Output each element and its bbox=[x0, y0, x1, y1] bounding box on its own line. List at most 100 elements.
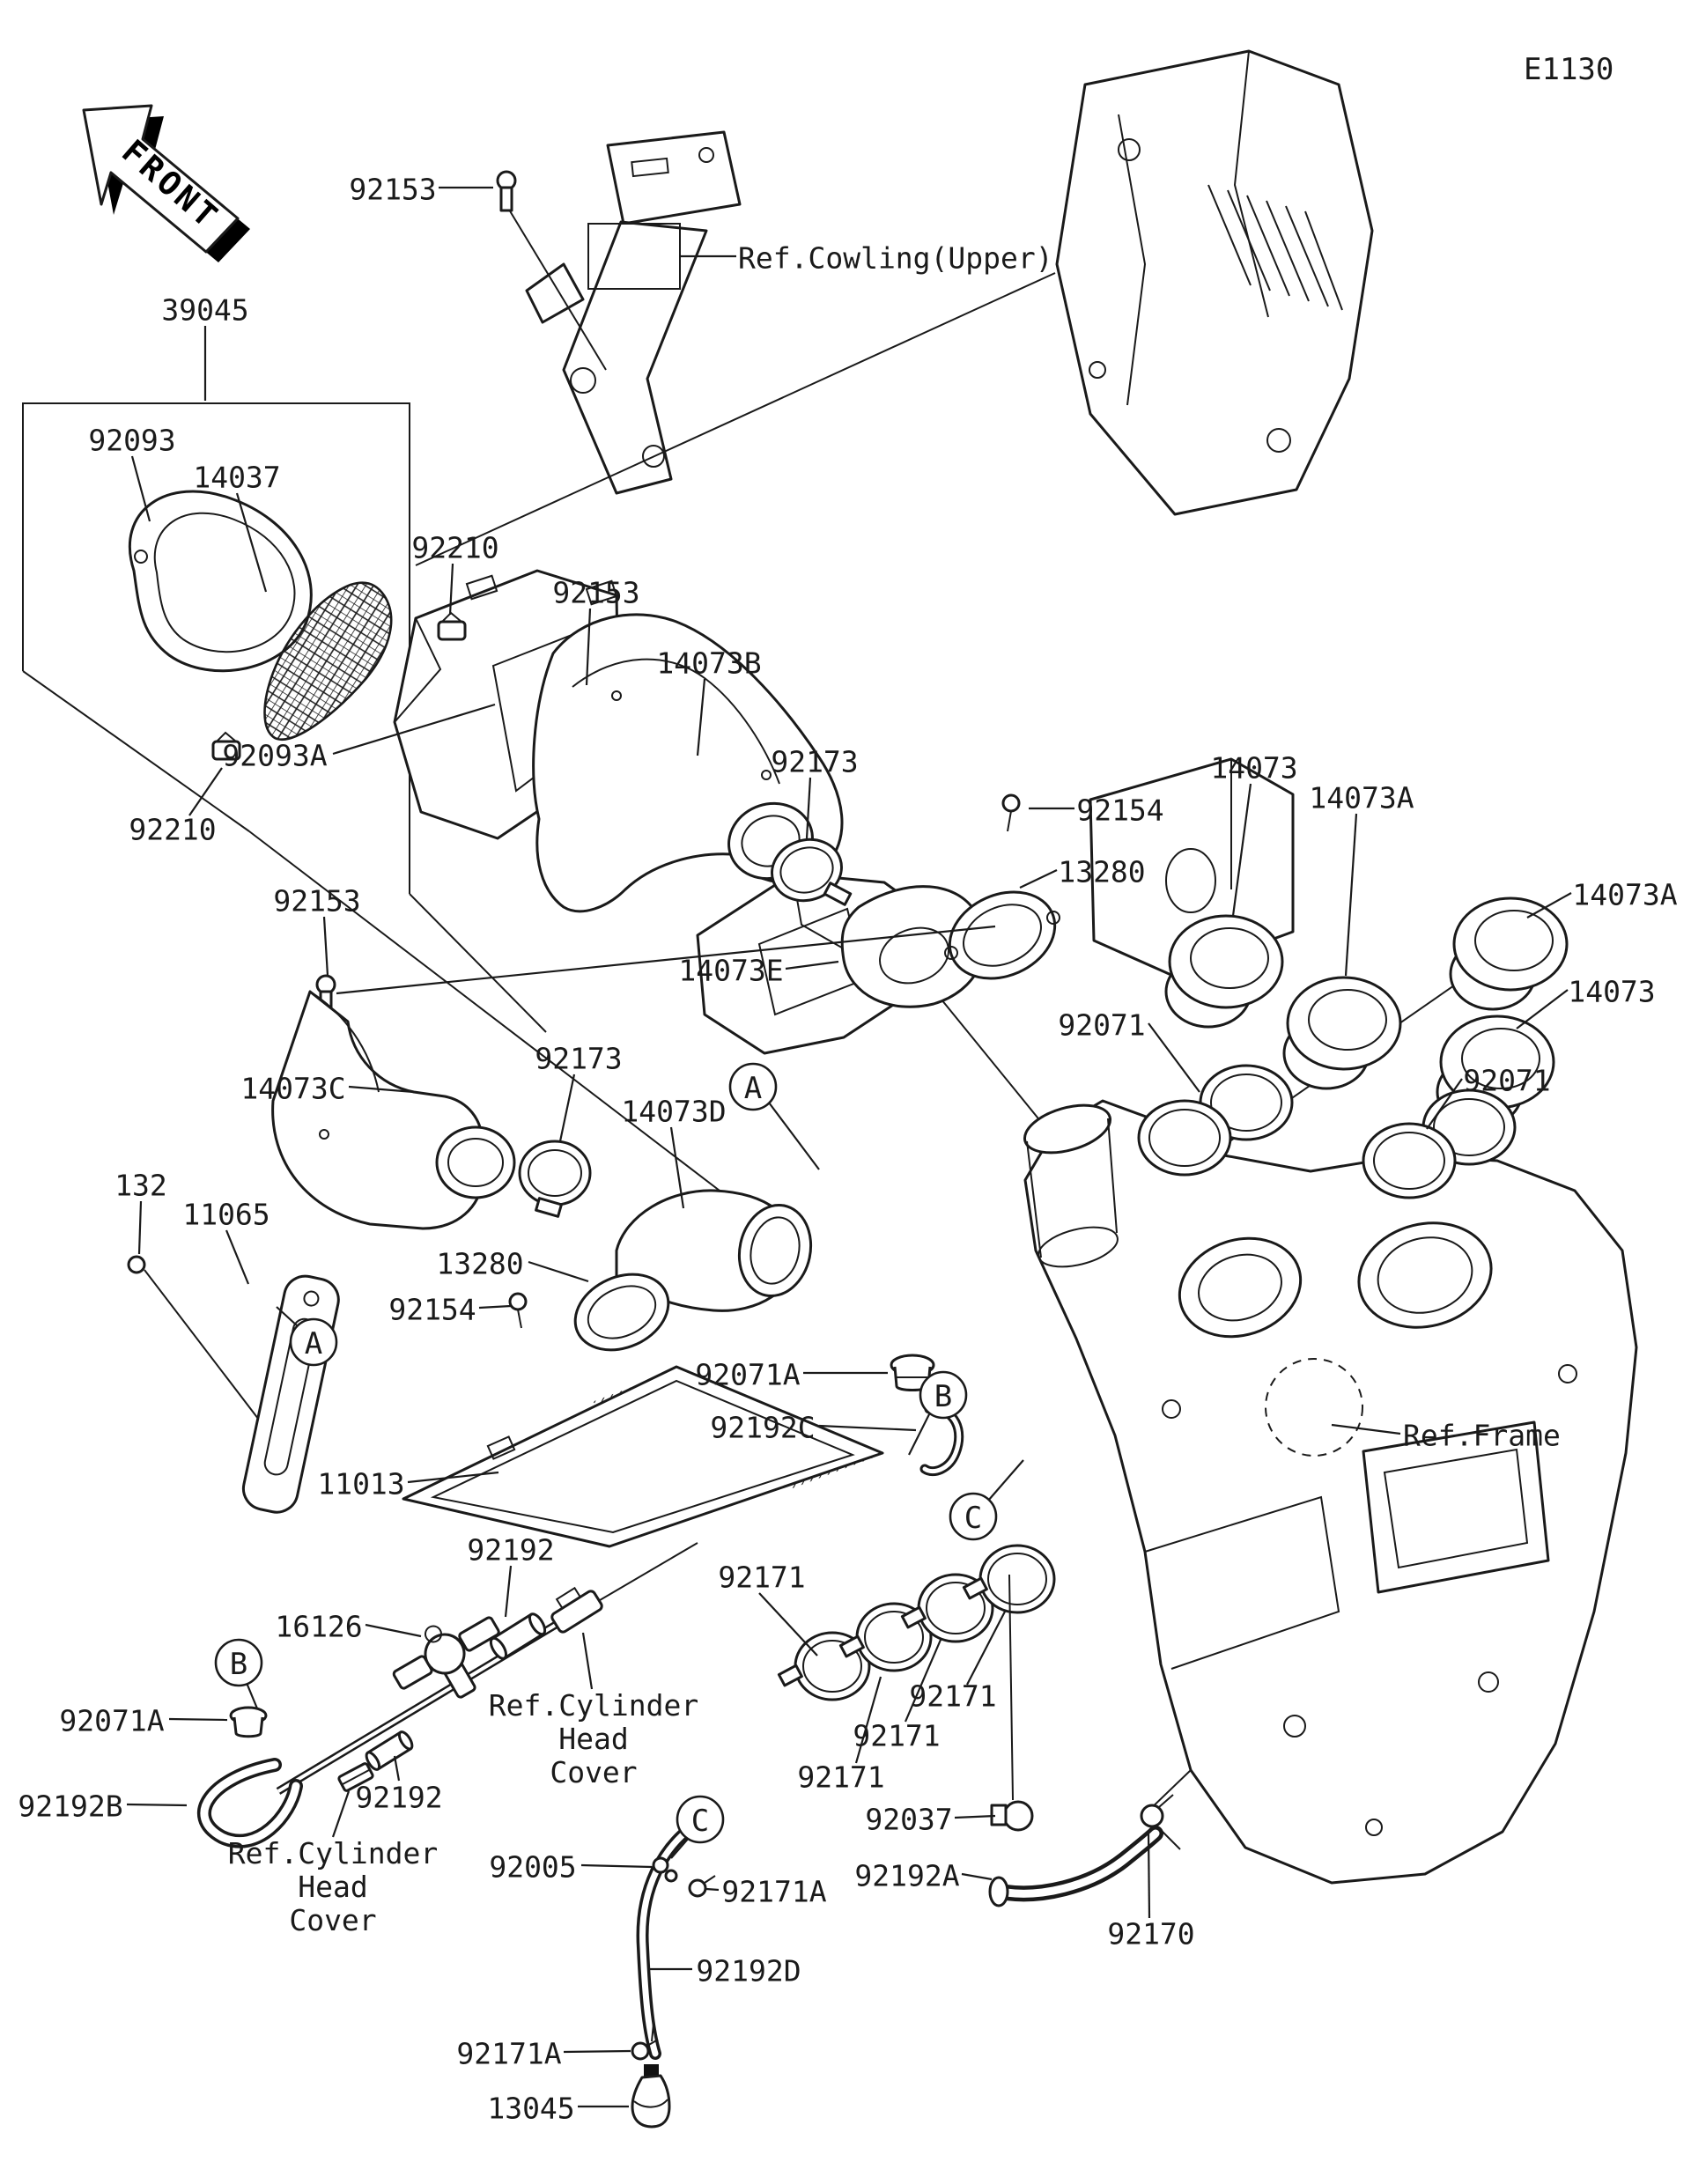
detail-marker-C1-leader bbox=[987, 1459, 1024, 1502]
part-label-39045: 39045 bbox=[161, 293, 248, 328]
part-label-92192B-leader bbox=[126, 1803, 188, 1807]
part-label-92153-3: 92153 bbox=[273, 884, 360, 919]
part-label-92154-2: 92154 bbox=[388, 1293, 476, 1327]
part-label-92192A-leader bbox=[961, 1872, 993, 1881]
part-label-92093: 92093 bbox=[88, 424, 175, 458]
holder-13280-2 bbox=[573, 1273, 670, 1352]
part-label-ref-frame: Ref.Frame bbox=[1403, 1419, 1561, 1453]
duct-14073D-art bbox=[615, 1189, 813, 1312]
front-arrow: FRONT bbox=[82, 104, 250, 262]
part-label-14037: 14037 bbox=[193, 461, 280, 495]
part-label-92071-l: 92071 bbox=[1058, 1008, 1145, 1043]
part-label-14073C-leader bbox=[348, 1085, 415, 1094]
part-label-92192C-leader bbox=[818, 1424, 917, 1432]
part-label-92071A-1: 92071A bbox=[695, 1358, 800, 1392]
plug-92071A-2 bbox=[229, 1706, 268, 1738]
part-label-14073D-leader bbox=[669, 1126, 685, 1209]
part-label-92210-2: 92210 bbox=[129, 813, 216, 847]
part-label-92153-1: 92153 bbox=[349, 173, 436, 207]
part-label-92171A-2: 92171A bbox=[456, 2037, 561, 2071]
part-label-92071A-2: 92071A bbox=[59, 1704, 164, 1738]
part-label-92210-2-leader bbox=[188, 767, 223, 816]
part-label-14073D: 14073D bbox=[621, 1095, 726, 1129]
clamp-92037 bbox=[990, 1574, 1034, 1832]
labels-layer: 92153Ref.Cowling(Upper)39045920931403792… bbox=[18, 173, 1677, 2126]
part-label-92192D: 92192D bbox=[696, 1954, 801, 1988]
part-label-92173-2: 92173 bbox=[535, 1042, 622, 1076]
rings-92071-art bbox=[1137, 1064, 1517, 1199]
detail-marker-letter-C2: C bbox=[691, 1804, 709, 1839]
part-label-13280-1: 13280 bbox=[1058, 855, 1145, 889]
association-line bbox=[248, 830, 739, 1206]
part-label-132-leader bbox=[137, 1200, 143, 1255]
detail-marker-circle-B2 bbox=[214, 1638, 263, 1687]
part-label-ref-cowling-upper: Ref.Cowling(Upper) bbox=[738, 241, 1053, 276]
filter-11013-art bbox=[402, 1365, 884, 1548]
part-label-14073B: 14073B bbox=[656, 646, 761, 681]
detail-marker-A2-leader bbox=[276, 1306, 299, 1327]
detail-marker-circle-C2 bbox=[676, 1795, 725, 1844]
part-label-92005-leader bbox=[580, 1863, 653, 1869]
part-label-92171-2: 92171 bbox=[909, 1679, 996, 1714]
clip-92171A-1 bbox=[688, 1875, 716, 1898]
clip-92171A-2 bbox=[631, 2023, 659, 2061]
bolt-132 bbox=[127, 1255, 265, 1428]
part-label-92153-2: 92153 bbox=[552, 576, 639, 610]
part-label-92192-2: 92192 bbox=[355, 1781, 442, 1815]
part-label-ref-cyl-center-leader bbox=[581, 1632, 594, 1690]
part-label-92153-3-leader bbox=[322, 916, 329, 977]
cowling-stay-art bbox=[496, 130, 742, 495]
part-label-14073B-leader bbox=[696, 678, 706, 756]
part-label-92192-1-leader bbox=[504, 1565, 513, 1618]
part-label-92171A-1-leader bbox=[705, 1887, 720, 1892]
association-line bbox=[933, 989, 1058, 1142]
part-label-92071-l-leader bbox=[1148, 1022, 1200, 1093]
part-label-92170-leader bbox=[1147, 1831, 1151, 1919]
association-line bbox=[415, 272, 1056, 566]
detail-marker-circle-A2 bbox=[289, 1317, 338, 1367]
part-label-92093A: 92093A bbox=[222, 739, 327, 773]
hose-92192D-art bbox=[636, 1810, 716, 2060]
association-line bbox=[409, 893, 547, 1033]
part-label-92173-1: 92173 bbox=[771, 745, 858, 779]
part-label-92171-4: 92171 bbox=[797, 1760, 884, 1795]
part-label-ref-frame-leader bbox=[1331, 1423, 1401, 1435]
detail-marker-letter-A1: A bbox=[744, 1071, 762, 1106]
part-label-92154-2-leader bbox=[478, 1304, 512, 1310]
part-label-11013-leader bbox=[407, 1471, 499, 1484]
part-label-92171-2-leader bbox=[966, 1609, 1007, 1686]
clamp-holder-art bbox=[337, 1762, 374, 1792]
part-label-132: 132 bbox=[114, 1169, 167, 1203]
part-label-14073-r: 14073 bbox=[1568, 975, 1655, 1009]
detail-marker-circle-B1 bbox=[919, 1370, 968, 1420]
clip-92210-2 bbox=[211, 731, 241, 761]
duct-14073C-art bbox=[271, 990, 516, 1230]
part-label-92171-4-leader bbox=[854, 1676, 882, 1764]
part-label-14073-leader bbox=[1231, 783, 1252, 917]
part-label-14073: 14073 bbox=[1210, 751, 1297, 786]
clamp-92173-1 bbox=[771, 837, 853, 906]
part-label-11013: 11013 bbox=[317, 1467, 404, 1502]
part-label-14073-r-leader bbox=[1516, 989, 1569, 1029]
part-label-14073E: 14073E bbox=[678, 954, 783, 988]
part-label-13280-2: 13280 bbox=[436, 1247, 523, 1281]
part-label-92192A: 92192A bbox=[854, 1859, 959, 1893]
part-label-14073A-r-leader bbox=[1526, 892, 1572, 919]
clamps-92171-art bbox=[777, 1544, 1056, 1701]
detail-marker-circle-A1 bbox=[728, 1062, 778, 1111]
part-label-14073A: 14073A bbox=[1309, 781, 1414, 815]
part-label-92171-3: 92171 bbox=[853, 1719, 940, 1753]
part-label-92171A-2-leader bbox=[563, 2049, 631, 2054]
part-label-13280-1-leader bbox=[1019, 869, 1058, 889]
part-label-92173-1-leader bbox=[805, 777, 812, 839]
clip-92170 bbox=[1140, 1794, 1174, 1828]
detail-marker-A1-leader bbox=[768, 1102, 820, 1170]
holder-13280-1 bbox=[944, 890, 1060, 980]
part-label-16126-leader bbox=[365, 1623, 422, 1638]
plug-13045-art bbox=[631, 2064, 671, 2129]
part-label-92171A-1: 92171A bbox=[721, 1875, 826, 1909]
detail-marker-C2-leader bbox=[670, 1837, 690, 1859]
screw-92154-2 bbox=[508, 1292, 528, 1329]
part-label-92171-3-leader bbox=[904, 1639, 942, 1723]
